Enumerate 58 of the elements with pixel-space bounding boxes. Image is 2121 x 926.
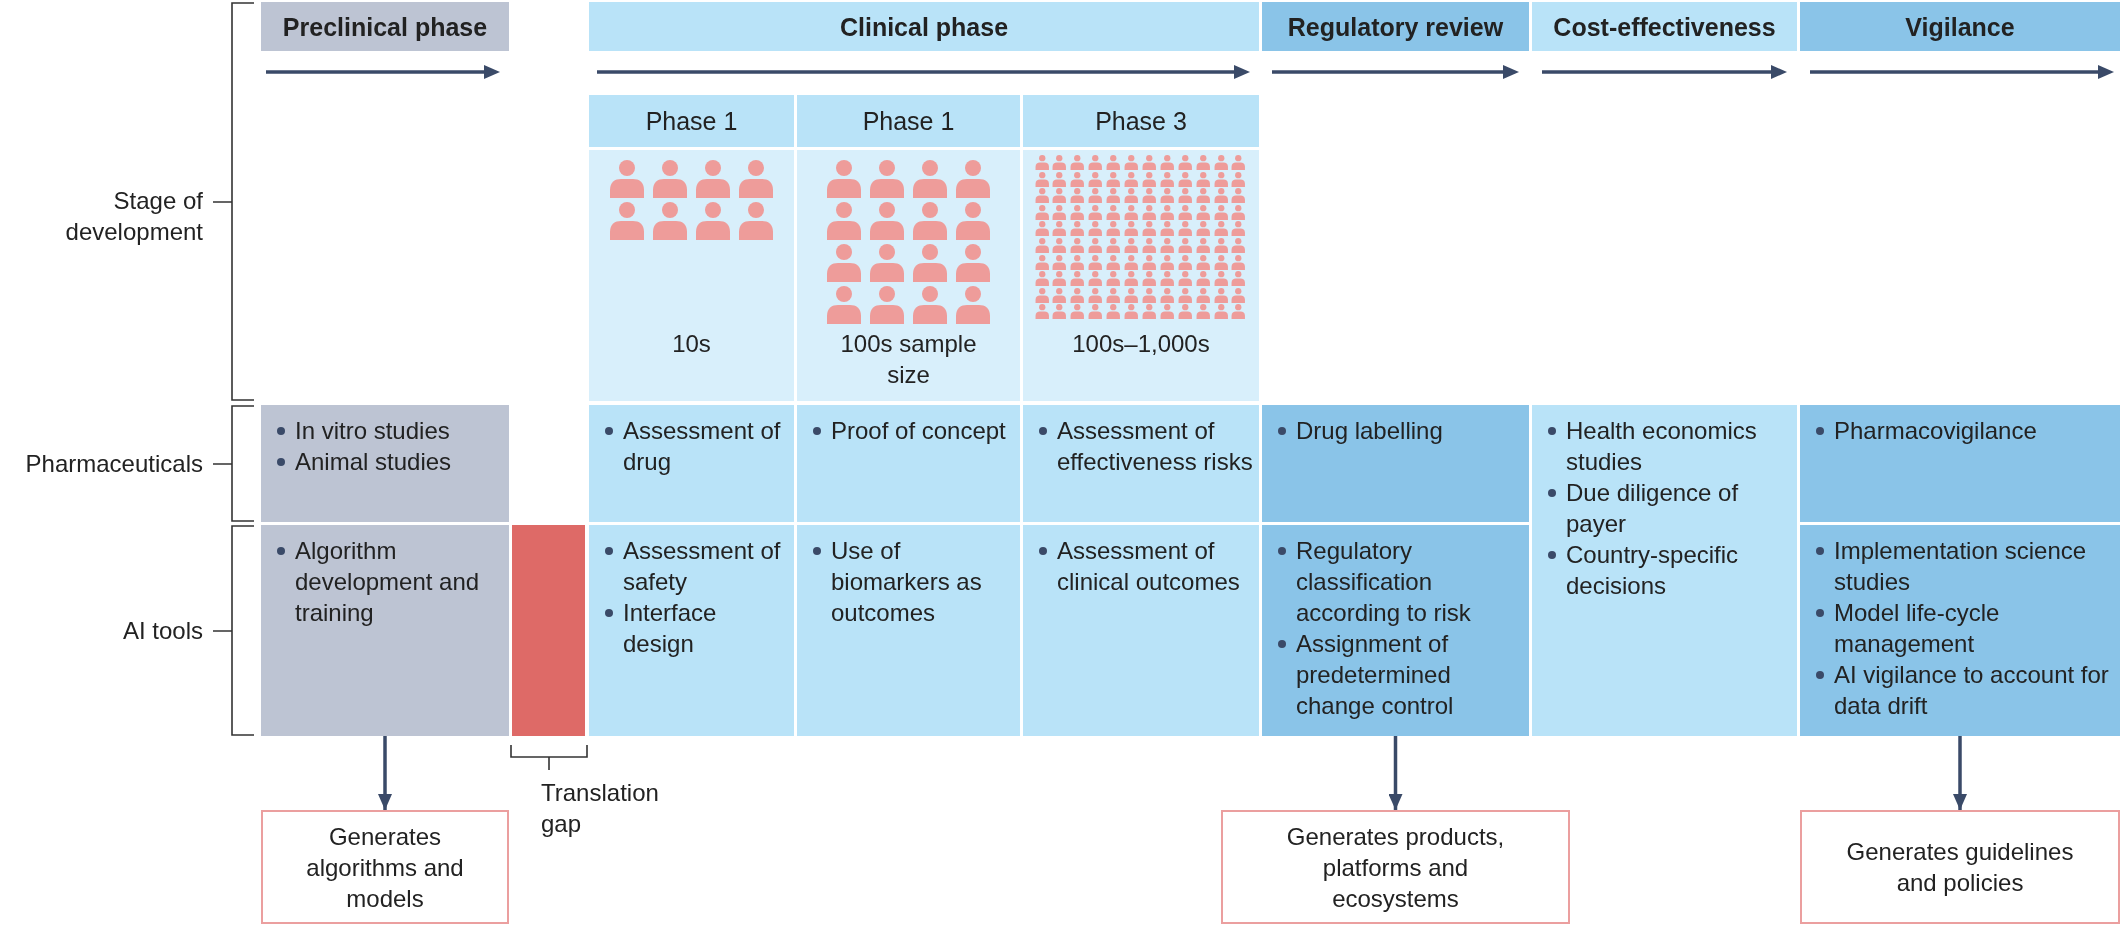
phase-header: Cost-effectiveness bbox=[1532, 2, 1797, 51]
translation-gap-bar bbox=[512, 525, 585, 736]
table-cell bbox=[1532, 405, 1797, 736]
list-item: Proof of concept bbox=[831, 416, 1006, 446]
output-box: Generates guidelines and policies bbox=[1800, 810, 2120, 924]
sample-size-label: 100s–1,000s bbox=[1071, 329, 1211, 359]
trial-phase-header: Phase 3 bbox=[1023, 95, 1259, 147]
list-item: Algorithm development and training bbox=[295, 536, 481, 628]
table-cell bbox=[1023, 405, 1259, 522]
list-item: Model life-cycle management bbox=[1834, 598, 2001, 659]
table-cell bbox=[1023, 525, 1259, 736]
phase-header: Clinical phase bbox=[589, 2, 1259, 51]
table-cell bbox=[1800, 405, 2120, 522]
table-cell bbox=[1262, 525, 1529, 736]
output-box: Generates products, platforms and ecosystems bbox=[1221, 810, 1570, 924]
row-label: Stage of development bbox=[64, 186, 203, 247]
row-label: AI tools bbox=[121, 616, 203, 646]
table-cell bbox=[1262, 405, 1529, 522]
sample-size-panel bbox=[589, 150, 794, 401]
list-item: AI vigilance to account for data drift bbox=[1834, 660, 2110, 721]
list-item: Assessment of clinical outcomes bbox=[1057, 536, 1241, 597]
table-cell bbox=[589, 525, 794, 736]
list-item: Assignment of predetermined change control bbox=[1296, 629, 1455, 721]
list-item: Due diligence of payer bbox=[1566, 478, 1740, 539]
arrow bbox=[1953, 736, 1967, 810]
table-cell bbox=[261, 525, 509, 736]
trial-phase-header: Phase 1 bbox=[797, 95, 1020, 147]
arrow bbox=[378, 736, 392, 810]
arrow bbox=[1388, 736, 1403, 810]
phase-header: Preclinical phase bbox=[261, 2, 509, 51]
gap-caption: Translation gap bbox=[541, 778, 660, 839]
table-cell bbox=[261, 405, 509, 522]
list-item: Regulatory classification according to risk bbox=[1296, 536, 1472, 628]
list-item: Health economics studies bbox=[1566, 416, 1758, 477]
list-item: Use of biomarkers as outcomes bbox=[831, 536, 983, 628]
output-box: Generates algorithms and models bbox=[261, 810, 509, 924]
table-cell bbox=[589, 405, 794, 522]
sample-size-label: 10s bbox=[671, 329, 712, 359]
list-item: Pharmacovigilance bbox=[1834, 416, 2037, 446]
table-cell bbox=[797, 525, 1020, 736]
row-label: Pharmaceuticals bbox=[24, 449, 203, 479]
trial-phase-header: Phase 1 bbox=[589, 95, 794, 147]
list-item: Assessment of effectiveness risks bbox=[1057, 416, 1253, 477]
sample-size-panel bbox=[797, 150, 1020, 401]
list-item: Assessment of drug bbox=[623, 416, 782, 477]
table-cell bbox=[797, 405, 1020, 522]
sample-size-label: 100s sample size bbox=[839, 329, 978, 390]
table-cell bbox=[1800, 525, 2120, 736]
list-item: Implementation science studies bbox=[1834, 536, 2088, 597]
phase-header: Regulatory review bbox=[1262, 2, 1529, 51]
phase-header: Vigilance bbox=[1800, 2, 2120, 51]
list-item: Animal studies bbox=[295, 447, 452, 477]
list-item: Interface design bbox=[623, 598, 718, 659]
sample-size-panel bbox=[1023, 150, 1259, 401]
list-item: Assessment of safety bbox=[623, 536, 782, 597]
list-item: Drug labelling bbox=[1296, 416, 1443, 446]
list-item: In vitro studies bbox=[295, 416, 450, 446]
list-item: Country-specific decisions bbox=[1566, 540, 1740, 601]
